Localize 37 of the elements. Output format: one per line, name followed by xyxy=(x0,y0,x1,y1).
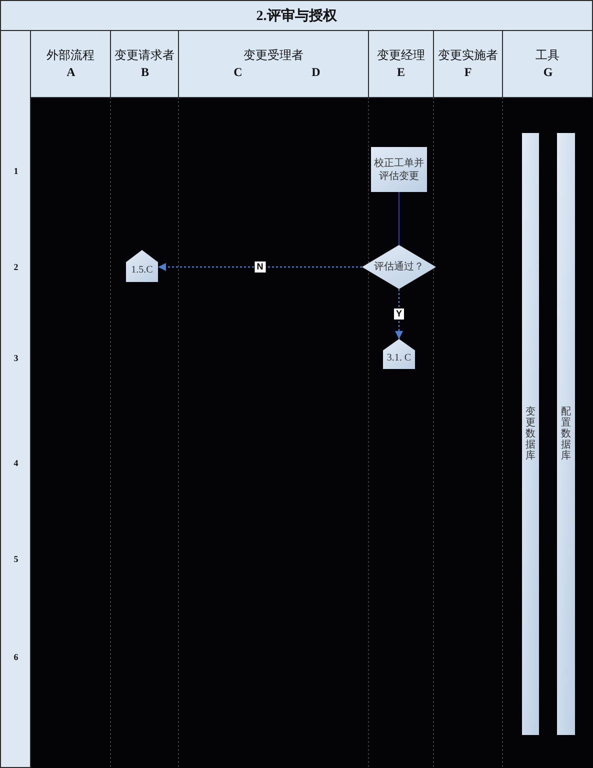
lane-title: 工具 xyxy=(536,47,560,64)
off-page-connector xyxy=(126,250,158,282)
lane-letter: F xyxy=(464,65,472,80)
row-number: 6 xyxy=(14,652,18,662)
process-box xyxy=(371,147,427,192)
lane-letter: C xyxy=(234,65,242,80)
decision-diamond xyxy=(362,245,436,289)
lane-letter: G xyxy=(543,65,553,80)
arrow xyxy=(158,263,362,271)
arrow xyxy=(395,289,403,339)
node-text: 1.5.C xyxy=(131,264,153,277)
lane-title: 变更经理 xyxy=(377,47,425,64)
database-bar xyxy=(522,133,539,735)
lane-title: 外部流程 xyxy=(46,47,94,64)
node-text: 评估通过？ xyxy=(374,260,424,274)
lane-letter: A xyxy=(66,65,76,80)
edge-label: N xyxy=(254,262,266,272)
node-text: 校正工单并评估变更 xyxy=(373,156,425,182)
lane-title: 变更实施者 xyxy=(438,47,498,64)
connector-line xyxy=(398,192,400,245)
row-number: 5 xyxy=(14,554,18,564)
lane-title: 变更请求者 xyxy=(114,47,174,64)
row-number: 1 xyxy=(14,166,18,176)
database-bar xyxy=(557,133,575,735)
diagram-title: 2.评审与授权 xyxy=(256,6,337,24)
lane-letter: E xyxy=(397,65,405,80)
row-number: 2 xyxy=(14,262,18,272)
row-number: 3 xyxy=(14,353,18,363)
lane-letter: D xyxy=(312,65,320,80)
lane-title: 变更受理者 xyxy=(244,47,304,64)
row-number: 4 xyxy=(14,458,18,468)
edge-label: Y xyxy=(394,308,404,320)
lane-letter: B xyxy=(141,65,149,80)
vertical-label: 变更数据库 xyxy=(526,406,536,462)
vertical-label: 配置数据库 xyxy=(561,406,571,462)
node-text: 3.1. C xyxy=(386,352,412,365)
off-page-connector xyxy=(383,339,415,369)
